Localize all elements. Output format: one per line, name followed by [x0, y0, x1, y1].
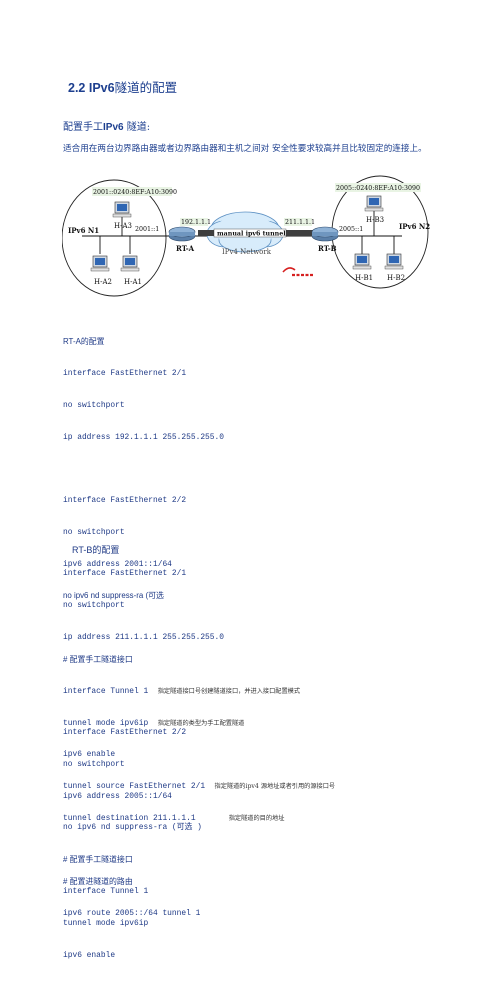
intro-paragraph: 适合用在两台边界路由器或者边界路由器和主机之间对 安全性要求较高并且比较固定的连… — [63, 144, 427, 154]
code-line: no ipv6 nd suppress-ra (可选 — [63, 591, 164, 601]
right-network-address: 2005::0240:8EF:A10:3090 — [336, 185, 420, 192]
code-line: tunnel mode ipv6ip — [63, 918, 149, 928]
rt-a-ipv4-address: 192.1.1.1 — [181, 219, 211, 226]
host-label: H-B1 — [355, 274, 373, 282]
host-label: H-B2 — [387, 274, 405, 282]
host-label: H-A1 — [124, 278, 142, 286]
right-network-label: IPv6 N2 — [399, 222, 430, 231]
code-line: no switchport — [63, 600, 125, 610]
left-network-address: 2001::0240:8EF:A10:3090 — [93, 189, 177, 196]
rt-b-ipv4-address: 211.1.1.1 — [285, 219, 315, 226]
host-computer-icon — [364, 195, 384, 212]
router-rt-b-label: RT-B — [318, 244, 337, 253]
host-computer-icon — [112, 201, 132, 218]
section-heading: 2.2 IPv6隧道的配置 — [68, 81, 178, 95]
network-diagram: 2001::0240:8EF:A10:3090 2005::0240:8EF:A… — [62, 175, 430, 297]
code-line: ip address 192.1.1.1 255.255.255.0 — [63, 432, 224, 442]
code-line: no switchport — [63, 400, 125, 410]
code-line: interface FastEthernet 2/1 — [63, 569, 187, 579]
rt-a-config-title: RT-A的配置 — [63, 337, 105, 347]
comment-line: # 配置手工隧道接口 — [63, 855, 133, 865]
code-line: ipv6 address 2001::1/64 — [63, 559, 172, 569]
code-line: no switchport — [63, 527, 125, 537]
host-computer-icon — [384, 253, 404, 270]
host-label: H-B3 — [366, 216, 384, 224]
left-network-label: IPv6 N1 — [68, 226, 99, 235]
host-computer-icon — [120, 255, 140, 272]
code-line: interface Tunnel 1 — [63, 887, 149, 896]
router-rt-a-icon — [168, 226, 196, 242]
rt-b-config-block: interface FastEthernet 2/1 no switchport… — [63, 548, 224, 982]
tunnel-label: manual ipv6 tunnel — [217, 231, 286, 238]
subsection-heading: 配置手工IPv6 隧道: — [63, 122, 151, 133]
code-line: ipv6 enable — [63, 950, 116, 960]
code-line: ipv6 address 2005::1/64 — [63, 791, 172, 801]
router-rt-b-icon — [311, 226, 339, 242]
code-line: interface FastEthernet 2/2 — [63, 728, 187, 738]
rt-b-ipv6-address: 2005::1 — [339, 226, 363, 233]
rt-a-ipv6-address: 2001::1 — [135, 226, 159, 233]
code-line: no switchport — [63, 759, 125, 769]
host-computer-icon — [352, 253, 372, 270]
ipv6-n1-network-ellipse — [62, 179, 167, 297]
host-label: H-A2 — [94, 278, 112, 286]
cloud-label: IPv4 Network — [222, 248, 272, 256]
host-computer-icon — [90, 255, 110, 272]
document-page: 2.2 IPv6隧道的配置 配置手工IPv6 隧道: 适合用在两台边界路由器或者… — [62, 81, 430, 960]
code-line: interface Tunnel 1 指定隧道接口号创建隧道接口，并进入接口配置… — [63, 686, 301, 696]
ruijie-logo-icon — [282, 267, 316, 278]
rt-b-config-title: RT-B的配置 — [72, 545, 120, 556]
code-line: interface FastEthernet 2/2 — [63, 496, 187, 506]
code-line: interface FastEthernet 2/1 — [63, 368, 187, 378]
code-line: ip address 211.1.1.1 255.255.255.0 — [63, 632, 224, 642]
host-label: H-A3 — [114, 222, 132, 230]
router-rt-a-label: RT-A — [176, 244, 195, 253]
comment-line: # 配置手工隧道接口 — [63, 655, 133, 664]
code-line: no ipv6 nd suppress-ra (可选 ) — [63, 823, 202, 833]
